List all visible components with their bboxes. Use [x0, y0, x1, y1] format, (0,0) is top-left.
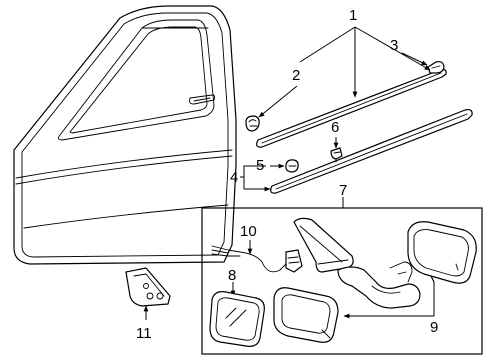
- callout-11: 11: [136, 325, 152, 342]
- lower-molding-strip: [270, 108, 473, 194]
- callout-3: 3: [390, 37, 399, 54]
- mirror-housing: [407, 221, 477, 284]
- door-panel: [13, 5, 237, 265]
- clip-3: [427, 60, 445, 74]
- wire-harness: [211, 245, 303, 273]
- clip-2: [245, 115, 260, 132]
- mirror-holder: [273, 287, 339, 343]
- mirror-glass: [209, 291, 265, 347]
- callout-10: 10: [240, 223, 257, 240]
- callout-5: 5: [256, 157, 265, 174]
- callout-1: 1: [349, 7, 358, 24]
- callout-6: 6: [331, 119, 340, 136]
- callout-2: 2: [292, 67, 301, 84]
- mirror-base: [293, 217, 354, 273]
- clip-6: [330, 147, 343, 163]
- callout-7: 7: [339, 182, 348, 199]
- clip-5: [285, 159, 299, 173]
- callout-8: 8: [228, 267, 237, 284]
- callout-9: 9: [430, 319, 439, 336]
- callout-4: 4: [230, 169, 239, 186]
- leader-lines: [143, 26, 435, 320]
- mirror-cover-trim: [125, 267, 171, 307]
- mirror-actuator: [337, 261, 421, 309]
- mirror-assembly-box: [201, 207, 483, 355]
